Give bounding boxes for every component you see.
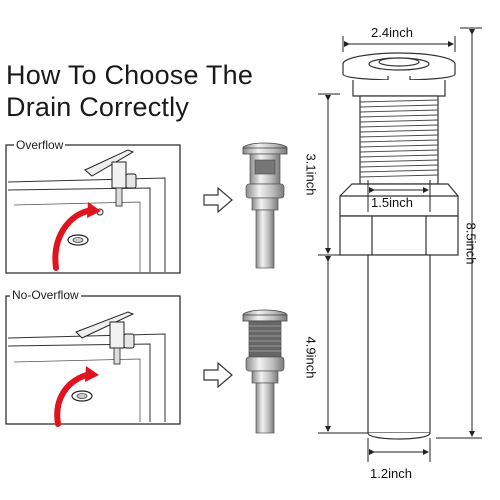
total-height-label: 8.5inch	[463, 222, 479, 265]
page-title-line-2: Drain Correctly	[6, 92, 190, 122]
overflow-sink-panel	[5, 144, 181, 274]
upper-height-label: 3.1inch	[303, 153, 319, 196]
arrow-right-icon	[203, 361, 233, 389]
small-drain-no-overflow	[242, 309, 288, 434]
lower-height-label: 4.9inch	[303, 336, 319, 379]
top-width-label: 2.4inch	[371, 25, 413, 40]
thread-width-label: 1.5inch	[371, 195, 413, 210]
no-overflow-sink-panel	[5, 295, 181, 427]
no-overflow-label: No-Overflow	[10, 288, 81, 302]
page-title-line-1: How To Choose The	[6, 60, 254, 90]
dimension-lines	[318, 27, 482, 462]
overflow-label: Overflow	[14, 138, 66, 152]
bottom-width-label: 1.2inch	[370, 466, 412, 481]
small-drain-overflow	[242, 142, 288, 269]
arrow-right-icon	[203, 186, 233, 214]
large-drain-drawing	[339, 52, 459, 440]
